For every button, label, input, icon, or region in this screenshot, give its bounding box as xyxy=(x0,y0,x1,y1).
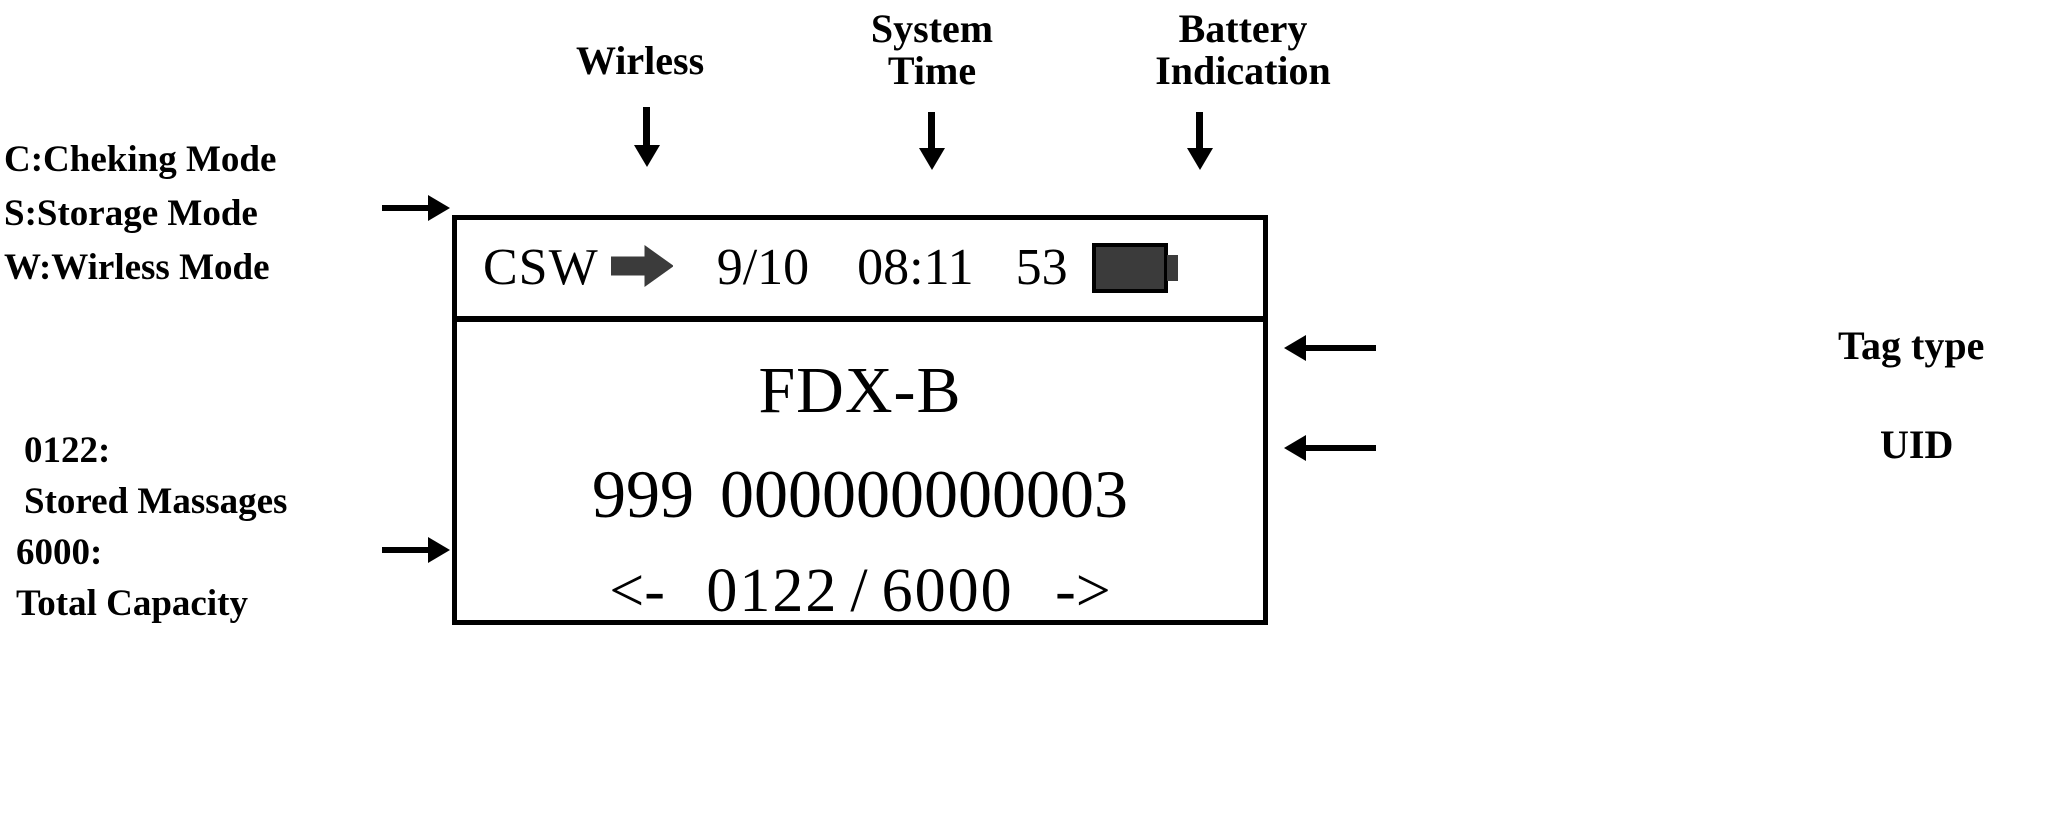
uid-country-code: 999 xyxy=(592,456,694,532)
mode-legend-wireless: W:Wirless Mode xyxy=(4,247,270,288)
battery-percent: 53 xyxy=(1015,239,1068,296)
callout-label-uid: UID xyxy=(1880,422,1954,467)
mode-flags-indicator: CSW xyxy=(483,239,599,296)
total-capacity-legend: 6000: Total Capacity xyxy=(16,527,248,629)
callout-arrow-tag-type xyxy=(1304,345,1376,351)
callout-label-system-time: System Time xyxy=(870,6,994,94)
mode-legend: C:Cheking Mode S:Storage Mode W:Wirless … xyxy=(4,133,276,295)
record-separator: / xyxy=(850,557,870,625)
system-date: 9/10 xyxy=(716,239,810,296)
next-record-button[interactable]: -> xyxy=(1055,557,1111,625)
stored-messages-label: Stored Massages xyxy=(24,481,288,522)
lcd-status-bar: CSW 9/10 08:11 53 xyxy=(457,220,1263,322)
callout-arrow-capacity xyxy=(382,547,430,553)
prev-record-button[interactable]: <- xyxy=(609,557,665,625)
mode-legend-storage: S:Storage Mode xyxy=(4,193,258,234)
record-total: 6000 xyxy=(881,557,1014,625)
stored-messages-value: 0122: xyxy=(24,430,111,471)
wireless-right-arrow-icon xyxy=(610,244,674,293)
callout-arrow-system-time xyxy=(928,112,935,150)
callout-label-tag-type: Tag type xyxy=(1838,323,1985,368)
callout-arrow-battery xyxy=(1196,112,1203,150)
battery-icon xyxy=(1091,243,1178,293)
record-counter-row: <- 0122/6000 -> xyxy=(457,528,1263,622)
stored-messages-legend: 0122: Stored Massages xyxy=(24,425,287,527)
system-time: 08:11 xyxy=(857,239,974,296)
callout-arrow-mode-legend xyxy=(382,205,430,211)
callout-arrow-wireless xyxy=(643,107,650,147)
callout-label-wireless: Wirless xyxy=(576,38,705,83)
battery-terminal xyxy=(1166,255,1178,281)
tag-type-value: FDX-B xyxy=(758,354,962,427)
record-index: 0122 xyxy=(706,557,839,625)
mode-legend-checking: C:Cheking Mode xyxy=(4,139,277,180)
callout-arrow-uid xyxy=(1304,445,1376,451)
total-capacity-value: 6000: xyxy=(16,532,103,573)
callout-label-battery-indication: Battery Indication xyxy=(1155,6,1331,94)
uid-national-code: 000000000003 xyxy=(720,456,1128,532)
total-capacity-label: Total Capacity xyxy=(16,583,248,624)
battery-body xyxy=(1091,243,1168,293)
